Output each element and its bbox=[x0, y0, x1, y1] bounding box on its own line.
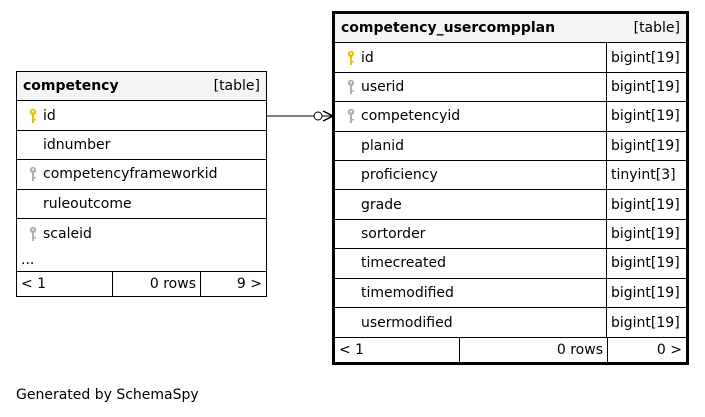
column-row-timemodified[interactable]: timemodified bigint[19] bbox=[335, 278, 686, 308]
table-footer: < 1 0 rows 9 > bbox=[17, 272, 266, 297]
column-name-cell: scaleid bbox=[17, 219, 266, 248]
column-type: bigint[19] bbox=[606, 190, 686, 219]
column-type: bigint[19] bbox=[606, 307, 686, 338]
primary-key-icon bbox=[341, 50, 361, 66]
column-name-cell: timemodified bbox=[335, 279, 606, 307]
column-name: timecreated bbox=[361, 255, 446, 272]
column-row-competencyid[interactable]: competencyid bigint[19] bbox=[335, 102, 686, 132]
foreign-key-icon bbox=[341, 79, 361, 95]
column-name-cell: proficiency bbox=[335, 161, 606, 189]
column-type: bigint[19] bbox=[606, 249, 686, 278]
column-name: scaleid bbox=[43, 225, 92, 242]
column-name-cell: id bbox=[335, 43, 606, 71]
column-name-cell: grade bbox=[335, 190, 606, 218]
column-name-cell: timecreated bbox=[335, 249, 606, 277]
column-row-timecreated[interactable]: timecreated bigint[19] bbox=[335, 249, 686, 279]
column-name-cell: userid bbox=[335, 73, 606, 101]
table-name: competency bbox=[23, 78, 119, 95]
column-row-id[interactable]: id bbox=[17, 101, 266, 131]
table-competency[interactable]: competency [table] id idnumber competencyf… bbox=[16, 71, 267, 298]
column-row-ruleoutcome[interactable]: ruleoutcome bbox=[17, 190, 266, 219]
prev-page-link[interactable]: < 1 bbox=[339, 342, 365, 359]
column-row-grade[interactable]: grade bigint[19] bbox=[335, 190, 686, 220]
column-row-id[interactable]: id bigint[19] bbox=[335, 43, 686, 73]
table-tag: [table] bbox=[633, 20, 680, 37]
next-page-link[interactable]: 0 > bbox=[607, 338, 686, 363]
column-name-cell: competencyid bbox=[335, 102, 606, 130]
column-type: bigint[19] bbox=[606, 278, 686, 307]
column-name: id bbox=[361, 49, 374, 66]
column-name: idnumber bbox=[43, 136, 111, 153]
column-name: usermodified bbox=[361, 314, 453, 331]
zero-cardinality-icon bbox=[313, 111, 323, 121]
table-footer: < 1 0 rows 0 > bbox=[335, 337, 686, 363]
column-name-cell: planid bbox=[335, 132, 606, 160]
table-tag: [table] bbox=[213, 78, 260, 95]
column-row-proficiency[interactable]: proficiency tinyint[3] bbox=[335, 160, 686, 191]
column-name: id bbox=[43, 107, 56, 124]
prev-page-link[interactable]: < 1 bbox=[21, 276, 47, 293]
column-name: competencyid bbox=[361, 108, 461, 125]
column-name-cell: sortorder bbox=[335, 220, 606, 248]
column-name: sortorder bbox=[361, 225, 426, 242]
table-competency-usercompplan[interactable]: competency_usercompplan [table] id bigint… bbox=[332, 11, 689, 366]
column-name: ruleoutcome bbox=[43, 195, 132, 212]
column-row-usermodified[interactable]: usermodified bigint[19] bbox=[335, 307, 686, 338]
column-row-sortorder[interactable]: sortorder bigint[19] bbox=[335, 219, 686, 250]
table-header: competency_usercompplan [table] bbox=[335, 14, 686, 44]
column-row-competencyframeworkid[interactable]: competencyframeworkid bbox=[17, 160, 266, 190]
column-name-cell: competencyframeworkid bbox=[17, 160, 266, 188]
more-columns-ellipsis: ... bbox=[17, 248, 266, 273]
foreign-key-icon bbox=[341, 108, 361, 124]
column-row-scaleid[interactable]: scaleid bbox=[17, 219, 266, 248]
column-type: bigint[19] bbox=[606, 131, 686, 160]
column-type: bigint[19] bbox=[606, 72, 686, 102]
column-name-cell: usermodified bbox=[335, 308, 606, 337]
table-header: competency [table] bbox=[17, 72, 266, 102]
next-page-link[interactable]: 9 > bbox=[200, 272, 266, 297]
row-count: 0 rows bbox=[112, 272, 200, 297]
table-name: competency_usercompplan bbox=[341, 20, 556, 37]
column-row-idnumber[interactable]: idnumber bbox=[17, 131, 266, 161]
column-type: bigint[19] bbox=[606, 102, 686, 131]
column-name: competencyframeworkid bbox=[43, 166, 218, 183]
foreign-key-icon bbox=[23, 166, 43, 182]
column-row-userid[interactable]: userid bigint[19] bbox=[335, 72, 686, 103]
column-name: planid bbox=[361, 137, 405, 154]
foreign-key-icon bbox=[23, 226, 43, 242]
column-name-cell: ruleoutcome bbox=[17, 190, 266, 218]
primary-key-icon bbox=[23, 108, 43, 124]
column-name-cell: id bbox=[17, 101, 266, 129]
column-name: timemodified bbox=[361, 284, 454, 301]
row-count: 0 rows bbox=[459, 338, 607, 363]
column-name: grade bbox=[361, 196, 402, 213]
column-type: bigint[19] bbox=[606, 219, 686, 249]
column-name: userid bbox=[361, 78, 405, 95]
column-name-cell: idnumber bbox=[17, 131, 266, 159]
column-type: tinyint[3] bbox=[606, 160, 686, 190]
column-type: bigint[19] bbox=[606, 43, 686, 72]
generated-by-credit: Generated by SchemaSpy bbox=[16, 387, 199, 403]
column-name: proficiency bbox=[361, 167, 438, 184]
column-row-planid[interactable]: planid bigint[19] bbox=[335, 131, 686, 161]
